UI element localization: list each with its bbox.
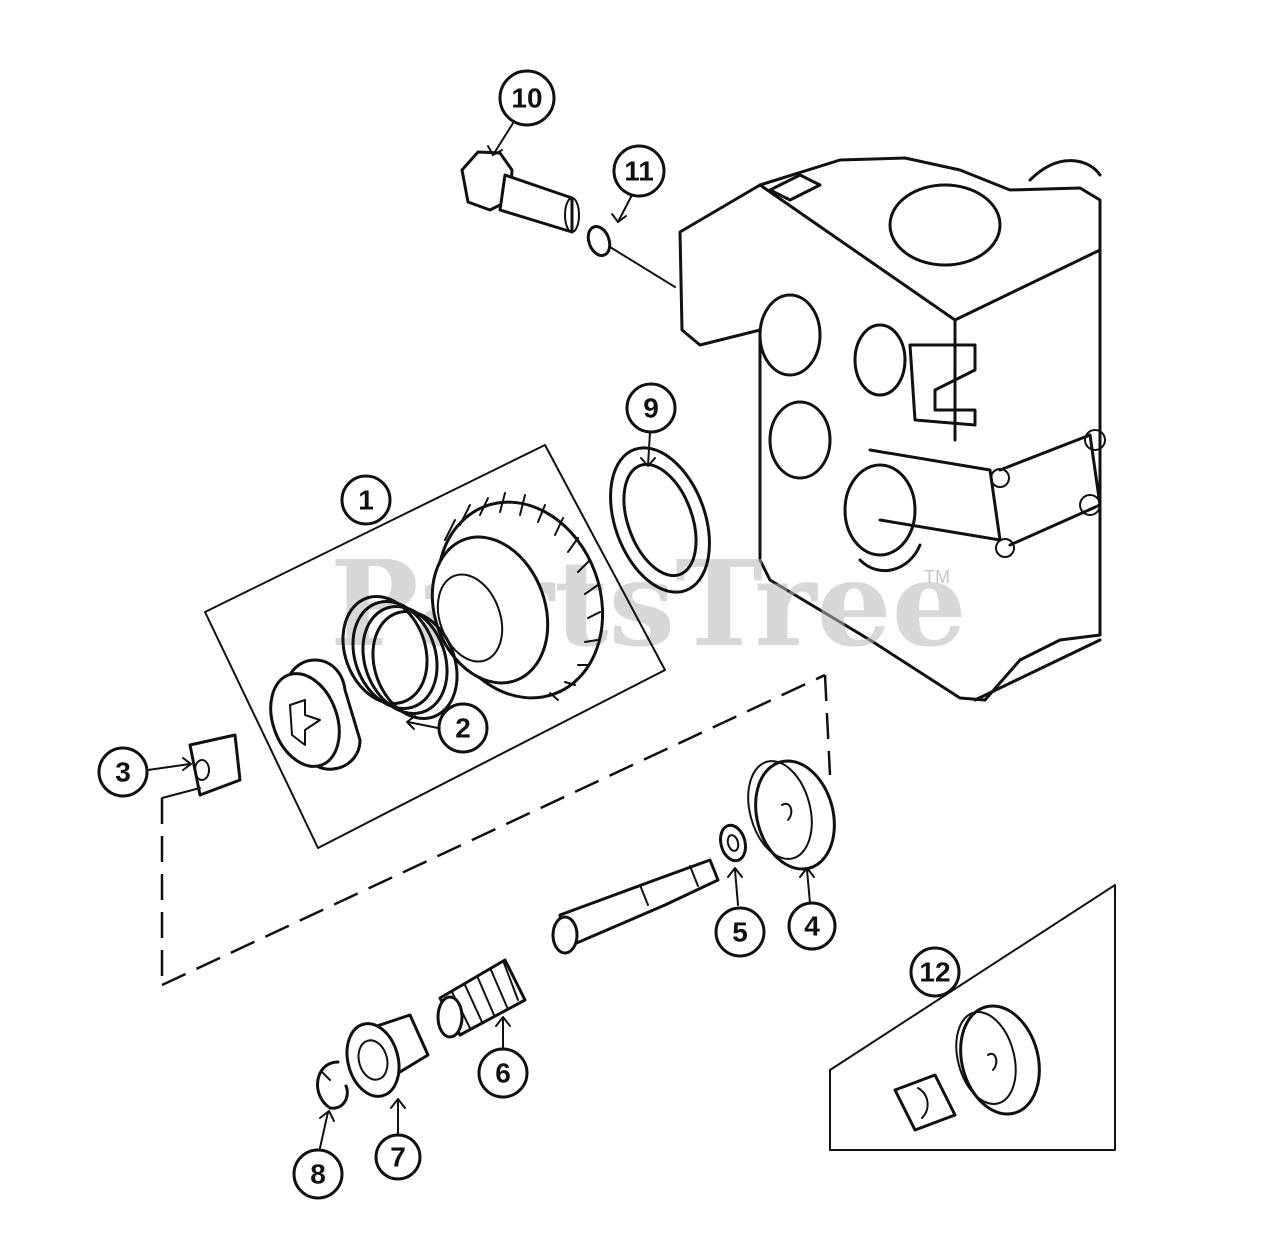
callout-7[interactable]: 7 — [374, 1133, 422, 1181]
callout-10-label: 10 — [511, 83, 542, 114]
assembly-lines — [160, 673, 832, 987]
callout-12-label: 12 — [919, 957, 950, 988]
callout-3-label: 3 — [115, 757, 131, 788]
callout-4[interactable]: 4 — [787, 901, 837, 951]
assembly-box-1 — [204, 444, 666, 849]
callout-2-label: 2 — [455, 713, 471, 744]
bolt-part-10 — [460, 150, 580, 234]
hub-part — [269, 658, 362, 771]
callout-12[interactable]: 12 — [909, 946, 961, 998]
assembly-box-12 — [829, 884, 1116, 1151]
key-part-3 — [188, 733, 242, 797]
callout-3[interactable]: 3 — [97, 746, 149, 798]
spring-part-6 — [436, 958, 527, 1039]
clip-part-8 — [316, 1060, 349, 1110]
bushing-part-7 — [345, 1013, 430, 1098]
spring-part-2 — [341, 595, 459, 720]
callout-11-label: 11 — [624, 156, 654, 187]
callout-6[interactable]: 6 — [477, 1047, 529, 1099]
callout-1-label: 1 — [358, 485, 374, 516]
callout-9[interactable]: 9 — [625, 382, 677, 434]
callout-4-label: 4 — [804, 911, 820, 942]
washer-part-5 — [719, 823, 747, 863]
callout-5[interactable]: 5 — [714, 906, 766, 958]
shaft-part — [551, 858, 720, 955]
watermark-trademark: TM — [924, 567, 950, 587]
callout-7-label: 7 — [390, 1142, 406, 1173]
plug-part-4 — [747, 759, 836, 871]
callout-8[interactable]: 8 — [292, 1148, 344, 1200]
callout-11[interactable]: 11 — [612, 144, 666, 198]
callout-1[interactable]: 1 — [340, 474, 392, 526]
leader-lines — [147, 119, 815, 1149]
callout-5-label: 5 — [732, 917, 748, 948]
callout-2[interactable]: 2 — [437, 702, 489, 754]
callout-9-label: 9 — [643, 393, 659, 424]
callout-10[interactable]: 10 — [498, 69, 556, 127]
engine-block — [678, 156, 1106, 702]
washer-part-9 — [609, 446, 711, 594]
gear-part — [430, 492, 605, 701]
callout-8-label: 8 — [310, 1159, 326, 1190]
ring-part-11 — [586, 224, 676, 288]
callout-6-label: 6 — [495, 1058, 511, 1089]
